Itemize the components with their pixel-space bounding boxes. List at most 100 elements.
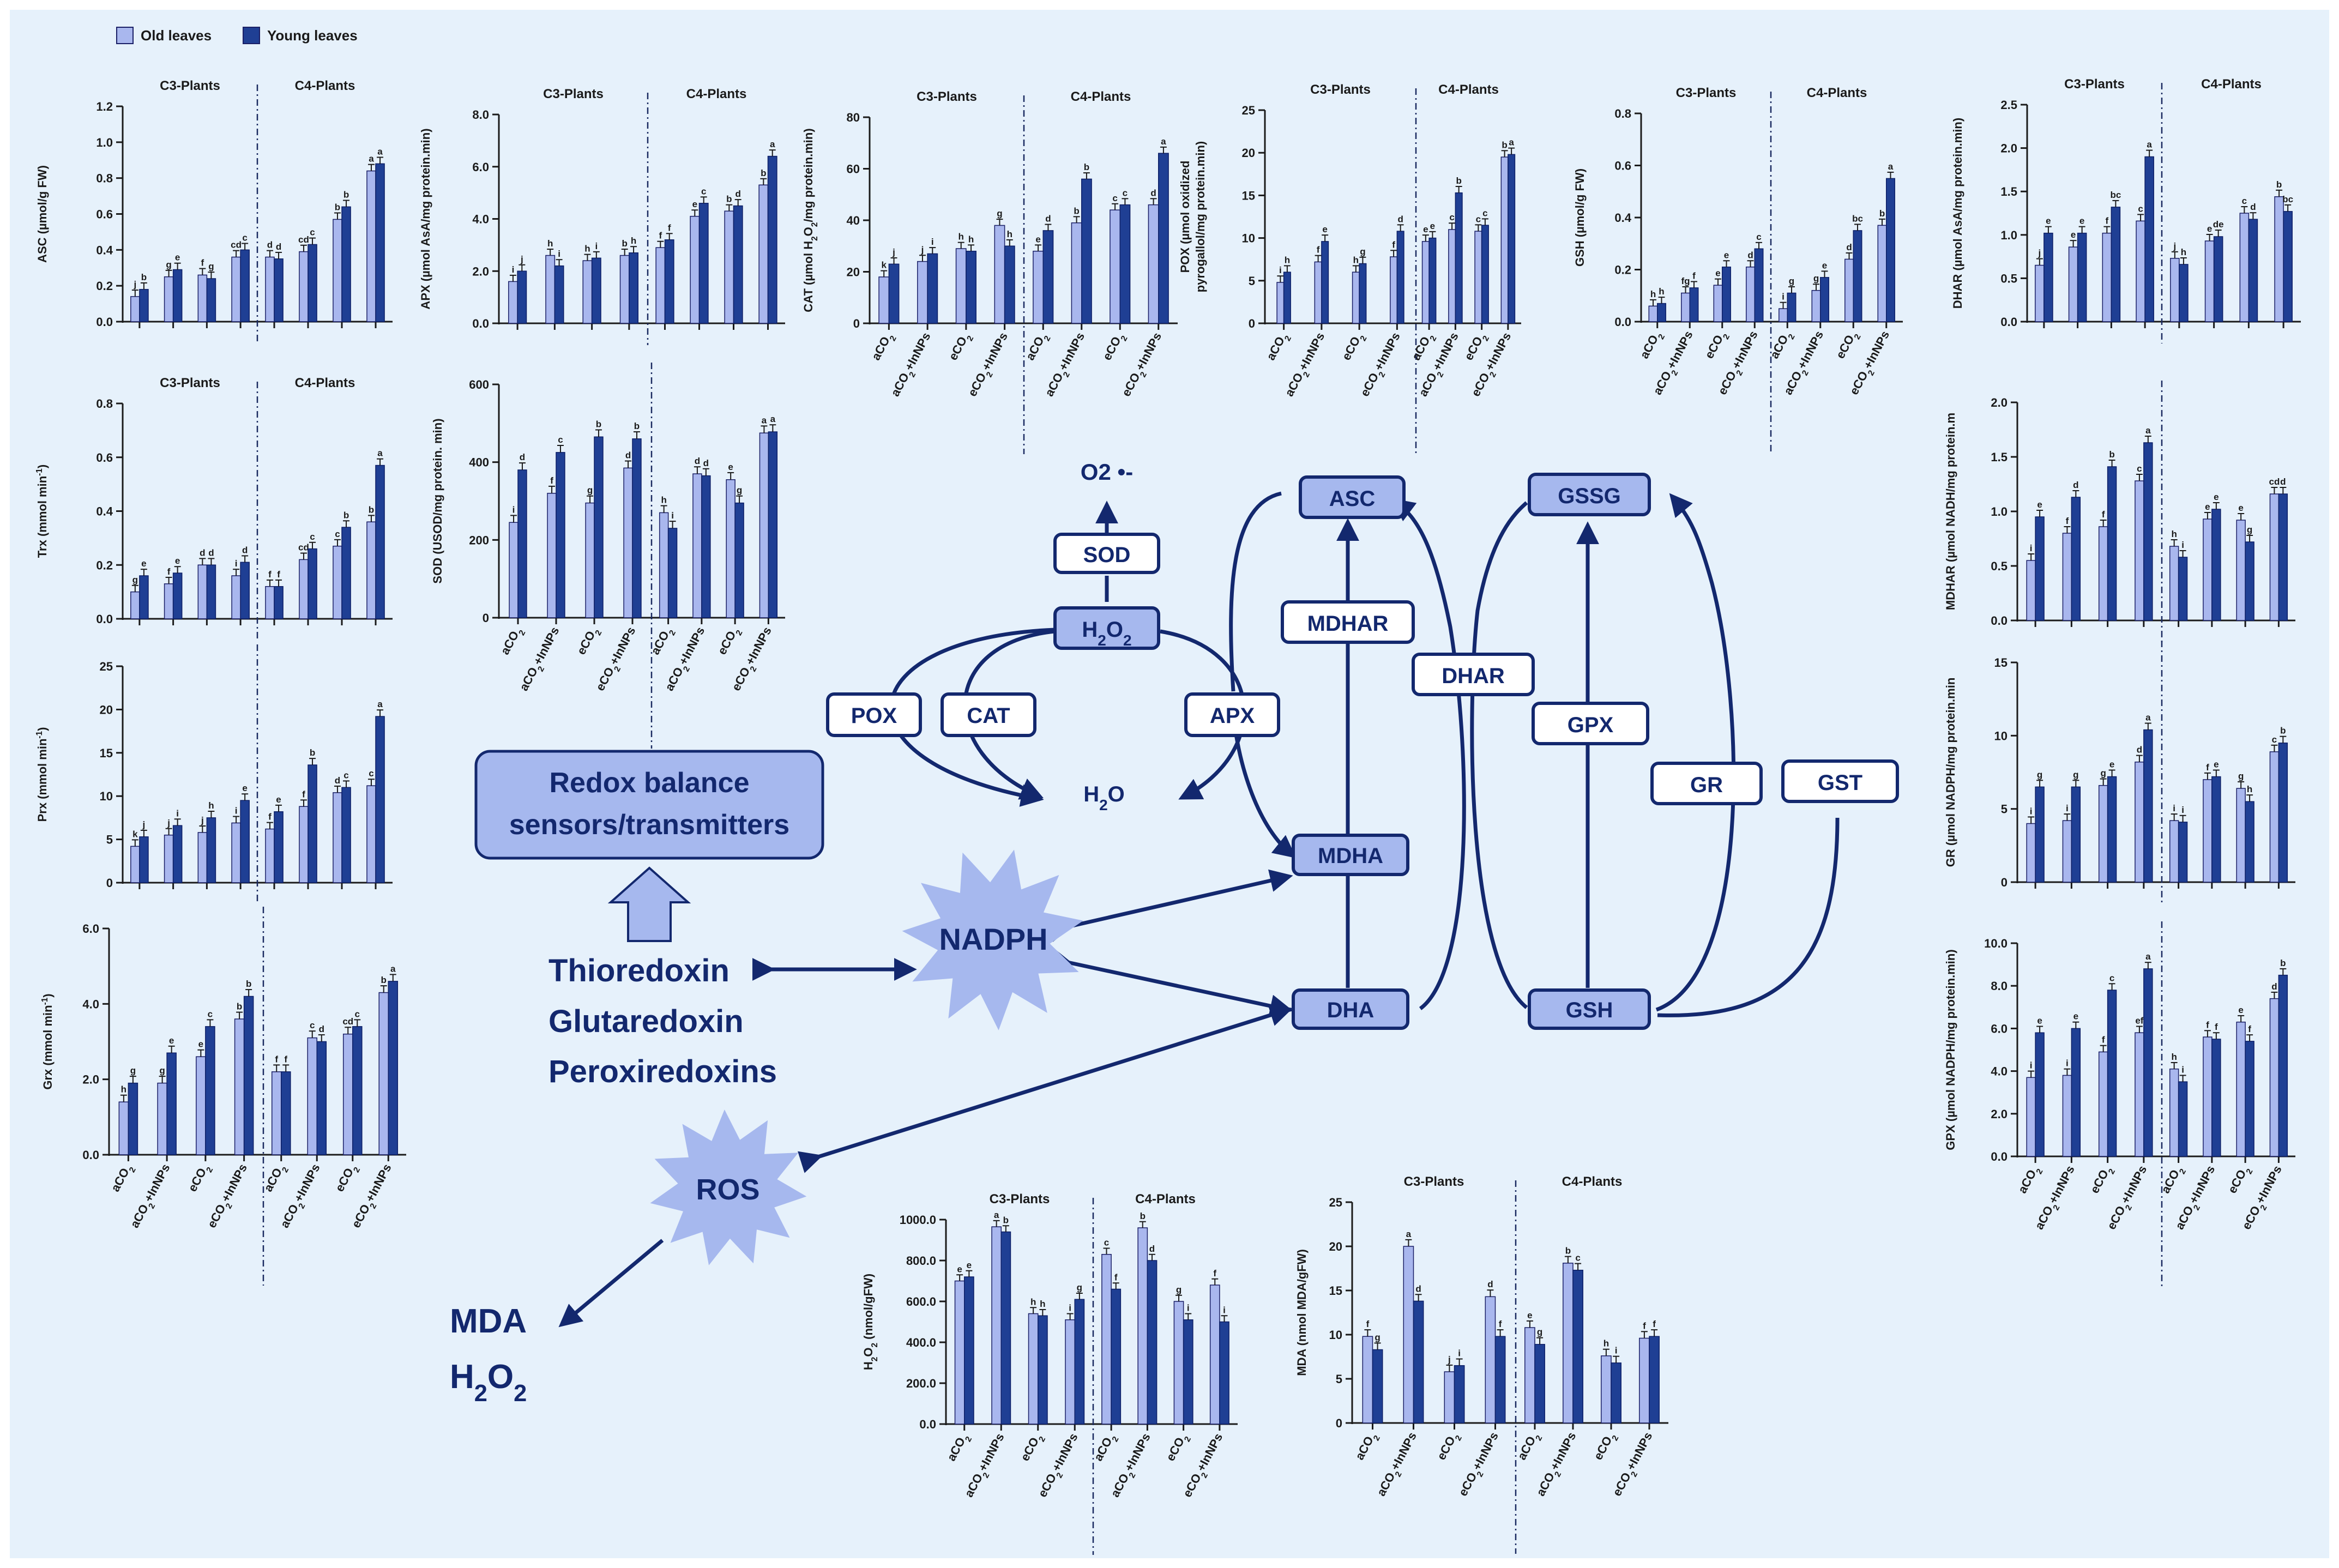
significance-letter: c xyxy=(2272,734,2277,745)
y-tick-label: 0.4 xyxy=(96,243,113,257)
redox-line-2: sensors/transmitters xyxy=(509,809,789,841)
significance-letter: cd xyxy=(298,234,309,245)
category-label: eCO2 xyxy=(1702,329,1732,363)
category-label: aCO2 xyxy=(498,625,527,659)
apx-label: APX xyxy=(1210,704,1255,728)
significance-letter: c xyxy=(208,1009,213,1019)
bar-old-leaves xyxy=(271,1071,282,1155)
significance-letter: g xyxy=(1360,246,1365,257)
y-tick-label: 0.5 xyxy=(1991,559,2008,573)
y-tick-label: 15 xyxy=(1994,656,2008,670)
significance-letter: f xyxy=(2206,762,2209,773)
bar-young-leaves xyxy=(1649,1336,1660,1424)
y-tick-label: 10 xyxy=(1329,1328,1342,1342)
arrow-ros-to-mda xyxy=(558,1239,664,1328)
significance-letter: e xyxy=(2238,503,2243,513)
significance-letter: d xyxy=(267,240,273,250)
significance-letter: a xyxy=(1509,137,1514,148)
significance-letter: g xyxy=(587,485,593,496)
significance-letter: i xyxy=(512,264,515,275)
legend-swatch-old xyxy=(116,27,134,44)
dha-box xyxy=(1292,988,1409,1030)
y-tick-label: 0 xyxy=(2001,876,2008,889)
bar-old-leaves xyxy=(2236,1021,2246,1157)
bar-young-leaves xyxy=(1081,178,1092,324)
significance-letter: a xyxy=(2145,951,2151,962)
arrow-nadph-mdha xyxy=(1047,869,1293,942)
significance-letter: h xyxy=(121,1084,126,1095)
significance-letter: e xyxy=(2205,502,2210,512)
bar-young-leaves xyxy=(664,239,674,324)
y-tick-label: 0.0 xyxy=(472,317,489,330)
bar-young-leaves xyxy=(1853,230,1862,322)
y-tick-label: 600 xyxy=(469,378,489,391)
significance-letter: f xyxy=(1317,245,1320,255)
bar-young-leaves xyxy=(1074,1299,1085,1425)
bar-young-leaves xyxy=(733,205,743,324)
significance-letter: e xyxy=(1822,260,1827,270)
y-axis-label: MDHAR (µmol NADH/mg protein.m xyxy=(1944,413,1957,610)
bar-young-leaves xyxy=(701,475,711,618)
mdha-box xyxy=(1292,834,1409,876)
significance-letter: b xyxy=(310,747,315,758)
significance-letter: f xyxy=(659,231,662,241)
ros-burst xyxy=(650,1109,807,1265)
bar-old-leaves xyxy=(1524,1327,1535,1424)
significance-letter: i xyxy=(2030,1060,2033,1071)
y-tick-label: 1.0 xyxy=(96,136,113,149)
y-tick-label: 10 xyxy=(100,789,113,803)
bar-old-leaves xyxy=(2169,546,2179,621)
y-axis-label: Prx (mmol min-1) xyxy=(35,727,50,822)
significance-letter: e xyxy=(728,462,733,472)
significance-letter: c xyxy=(369,768,373,779)
bar-old-leaves xyxy=(619,255,630,324)
bar-old-leaves xyxy=(1713,285,1723,322)
bar-old-leaves xyxy=(1500,156,1509,324)
y-tick-label: 400.0 xyxy=(906,1336,936,1349)
category-label: aCO2 xyxy=(261,1162,291,1196)
bar-old-leaves xyxy=(726,479,736,618)
bar-young-leaves xyxy=(2178,822,2188,883)
y-axis-label: DHAR (µmol AsA/mg protein.min) xyxy=(1951,118,1964,309)
significance-letter: i xyxy=(235,806,238,816)
significance-letter: bc xyxy=(1852,213,1863,224)
y-tick-label: 25 xyxy=(1242,104,1255,117)
significance-letter: i xyxy=(2030,806,2033,816)
significance-letter: e xyxy=(2079,216,2084,226)
significance-letter: i xyxy=(1187,1303,1190,1313)
bar-young-leaves xyxy=(139,289,149,322)
significance-letter: d xyxy=(200,547,205,558)
significance-letter: a xyxy=(1406,1229,1412,1239)
bar-young-leaves xyxy=(556,452,565,618)
bar-old-leaves xyxy=(758,184,769,324)
y-axis-label: SOD (USOD/mg protein. min) xyxy=(431,418,444,583)
significance-letter: e xyxy=(2214,492,2219,502)
significance-letter: c xyxy=(355,1009,360,1019)
significance-letter: d xyxy=(1045,214,1051,224)
significance-letter: h xyxy=(661,495,666,505)
bar-old-leaves xyxy=(333,792,342,883)
bar-old-leaves xyxy=(366,170,376,322)
bar-old-leaves xyxy=(1779,308,1788,322)
bar-young-leaves xyxy=(1754,248,1764,322)
bar-old-leaves xyxy=(197,274,208,322)
bar-young-leaves xyxy=(1534,1344,1545,1424)
bar-young-leaves xyxy=(1147,1260,1158,1425)
bar-old-leaves xyxy=(508,281,518,324)
bar-young-leaves xyxy=(2071,1028,2081,1157)
arc-gsh-gst xyxy=(1657,817,1840,1017)
cat-box xyxy=(941,692,1036,737)
category-label: aCO2 xyxy=(1023,330,1052,365)
bar-young-leaves xyxy=(388,981,399,1155)
bar-old-leaves xyxy=(1403,1246,1414,1424)
bar-old-leaves xyxy=(2098,526,2108,621)
arc-gsh-to-gssg-right xyxy=(1655,493,1736,1012)
bar-young-leaves xyxy=(2213,236,2223,322)
bar-old-leaves xyxy=(265,586,275,619)
cat-label: CAT xyxy=(967,704,1010,728)
significance-letter: f xyxy=(2206,1020,2209,1030)
y-tick-label: 10 xyxy=(1242,232,1255,245)
y-tick-label: 4.0 xyxy=(472,213,489,226)
